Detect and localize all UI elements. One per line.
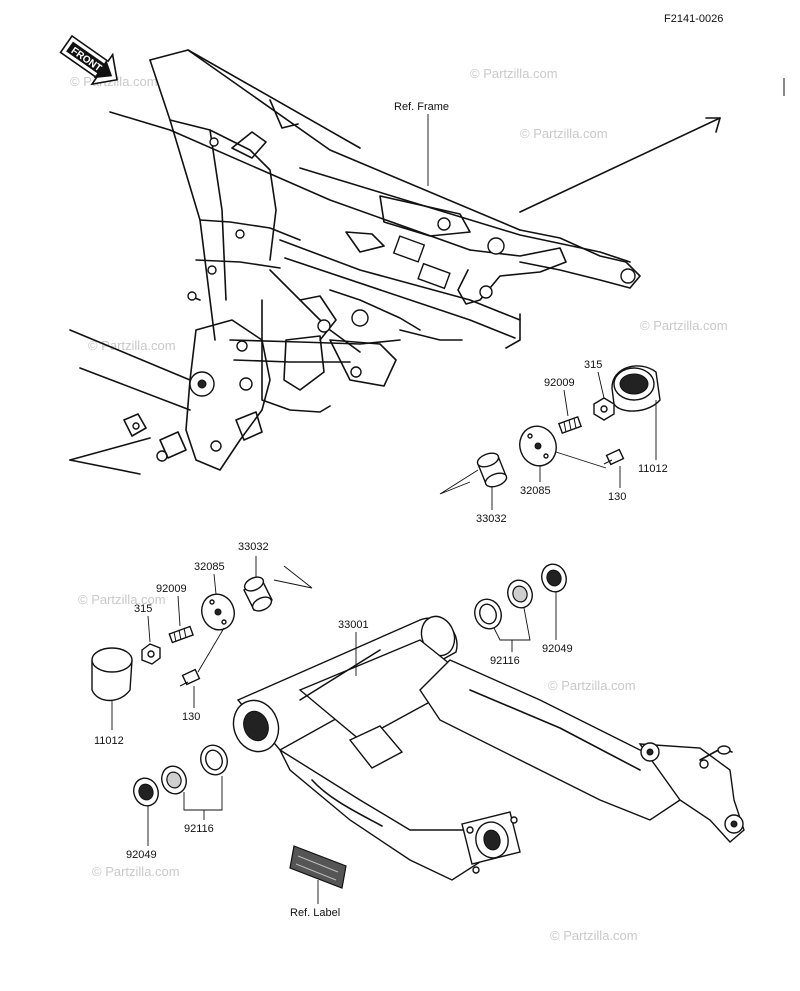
- leader: [273, 565, 313, 589]
- leader: [177, 595, 181, 627]
- leader: [213, 573, 217, 595]
- leader: [597, 371, 605, 399]
- bolt-stud-92009-lower: [168, 625, 194, 644]
- label-bolt-stud: 92009: [156, 583, 187, 595]
- diagram-code: F2141-0026: [664, 13, 723, 25]
- leader: [555, 451, 607, 469]
- watermark: © Partzilla.com: [88, 338, 176, 353]
- ref-label-decal: [289, 845, 347, 889]
- leader: [147, 615, 151, 643]
- screw-130-lower: [179, 668, 201, 687]
- nut-315-upper: [593, 397, 615, 421]
- collar-33032-upper: [476, 452, 508, 488]
- label-bolt-stud: 92009: [544, 377, 575, 389]
- bearing-92116-left-b: [200, 744, 228, 776]
- bearing-92116-right-b: [507, 579, 533, 609]
- swingarm-33001: [232, 615, 745, 881]
- label-screw: 130: [182, 711, 200, 723]
- label-swingarm: 33001: [338, 619, 369, 631]
- plate-32085-lower: [201, 593, 235, 631]
- watermark: © Partzilla.com: [78, 592, 166, 607]
- watermark: © Partzilla.com: [70, 74, 158, 89]
- label-plate: 32085: [520, 485, 551, 497]
- label-cap: 11012: [638, 463, 668, 475]
- cap-11012-lower: [91, 647, 133, 702]
- seal-92049-left: [133, 777, 159, 807]
- plate-32085-upper: [519, 425, 557, 467]
- bolt-stud-92009-upper: [557, 415, 583, 435]
- nut-315-lower: [141, 643, 161, 665]
- watermark: © Partzilla.com: [550, 928, 638, 943]
- label-bearing-left: 92116: [184, 823, 214, 835]
- watermark: © Partzilla.com: [640, 318, 728, 333]
- watermark: © Partzilla.com: [520, 126, 608, 141]
- leader: [563, 389, 569, 417]
- cap-11012-upper: [611, 365, 661, 412]
- label-collar: 33032: [476, 513, 507, 525]
- label-seal-right: 92049: [542, 643, 573, 655]
- leader: [197, 627, 225, 673]
- label-cap: 11012: [94, 735, 124, 747]
- bearing-92116-right-a: [474, 598, 502, 630]
- watermark: © Partzilla.com: [548, 678, 636, 693]
- label-plate: 32085: [194, 561, 225, 573]
- front-arrow-badge: FRONT: [59, 34, 118, 86]
- label-screw: 130: [608, 491, 626, 503]
- frame-label: Ref. Frame: [394, 101, 449, 113]
- watermark: © Partzilla.com: [470, 66, 558, 81]
- watermark-layer: © Partzilla.com © Partzilla.com © Partzi…: [70, 66, 728, 943]
- label-seal-left: 92049: [126, 849, 157, 861]
- frame-assembly: [69, 49, 721, 475]
- seal-92049-right: [541, 563, 567, 593]
- collar-33032-lower: [243, 576, 273, 612]
- leader: [493, 607, 531, 641]
- label-nut: 315: [584, 359, 602, 371]
- watermark: © Partzilla.com: [92, 864, 180, 879]
- leader: [183, 776, 223, 811]
- bearing-92116-left-a: [161, 765, 187, 795]
- label-bearing-right: 92116: [490, 655, 520, 667]
- label-nut: 315: [134, 603, 152, 615]
- screw-130-upper: [603, 448, 625, 466]
- label-collar: 33032: [238, 541, 269, 553]
- leader: [439, 469, 479, 495]
- ref-label-text: Ref. Label: [290, 907, 340, 919]
